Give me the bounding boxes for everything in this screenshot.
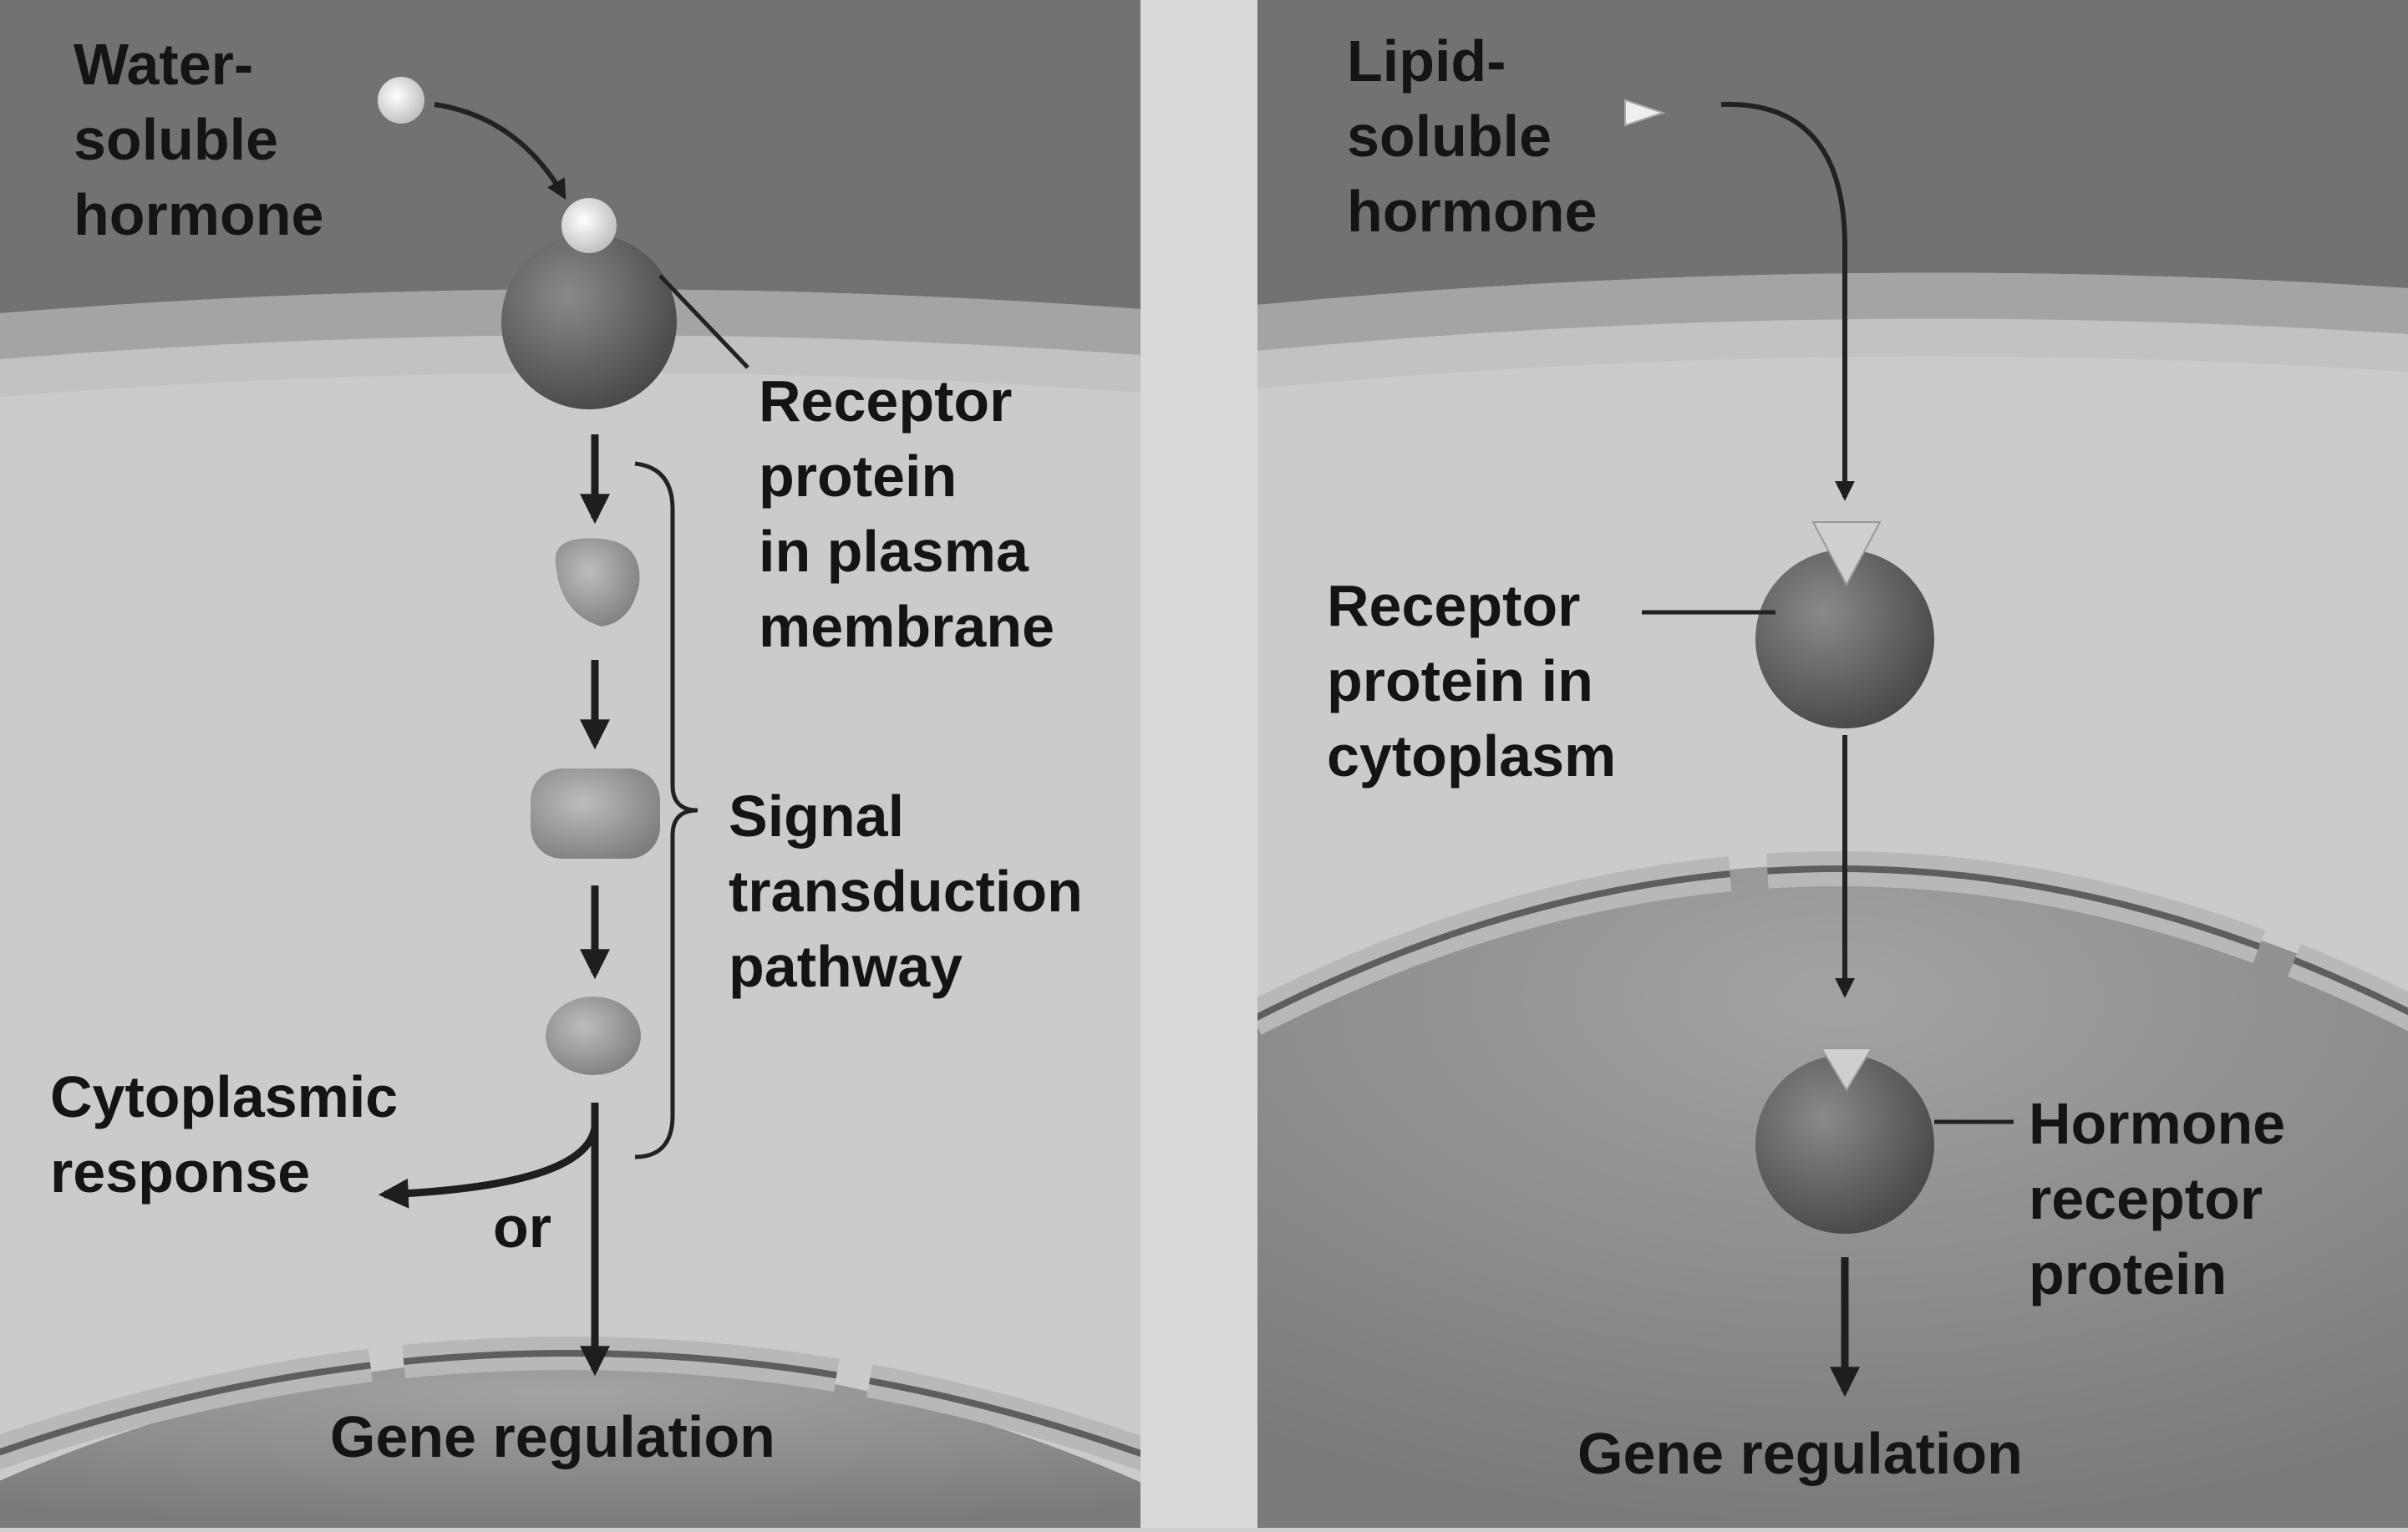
hormone-approach-arrow xyxy=(434,102,566,200)
left-nucleus xyxy=(0,1357,1140,1528)
hormone-entry-arrow xyxy=(1720,101,1855,501)
signal-pathway-brace xyxy=(634,461,699,1159)
membrane-receptor-label: Receptor protein in plasma membrane xyxy=(759,368,1055,659)
bound-hormone xyxy=(561,198,617,253)
lipid-soluble-hormone-molecule xyxy=(1624,99,1666,127)
relay-protein-1 xyxy=(555,538,640,626)
right-plasma-membrane xyxy=(1257,272,2408,351)
right-panel xyxy=(1257,0,2408,1528)
panel-gap xyxy=(1140,0,1257,1528)
receptor-leader-line xyxy=(658,274,749,369)
lipid-soluble-hormone-label: Lipid- soluble hormone xyxy=(1347,28,1598,244)
hormone-receptor-complex xyxy=(1755,1055,1934,1234)
cytoplasmic-response-arrow xyxy=(378,1126,599,1209)
relay-protein-2 xyxy=(531,769,660,859)
signal-transduction-label: Signal transduction pathway xyxy=(729,784,1083,999)
membrane-receptor-protein xyxy=(501,234,677,409)
relay-protein-3 xyxy=(546,997,641,1075)
water-soluble-hormone-molecule xyxy=(378,77,424,124)
left-panel xyxy=(0,0,1140,1528)
water-soluble-hormone-label: Water- soluble hormone xyxy=(74,32,324,247)
left-extracellular-space xyxy=(0,0,1140,313)
gene-regulation-label-left: Gene regulation xyxy=(330,1404,775,1469)
cytoplasm-receptor-label: Receptor protein in cytoplasm xyxy=(1327,573,1617,789)
hormone-receptor-protein-label: Hormone receptor protein xyxy=(2029,1091,2286,1306)
receptor-bound-hormone xyxy=(1811,521,1882,587)
gene-regulation-label-right: Gene regulation xyxy=(1577,1421,2023,1486)
cytoplasmic-receptor-protein xyxy=(1755,550,1934,728)
or-label: or xyxy=(493,1195,551,1260)
cytoplasmic-response-label: Cytoplasmic response xyxy=(50,1064,399,1205)
right-extracellular-space xyxy=(1257,0,2408,305)
